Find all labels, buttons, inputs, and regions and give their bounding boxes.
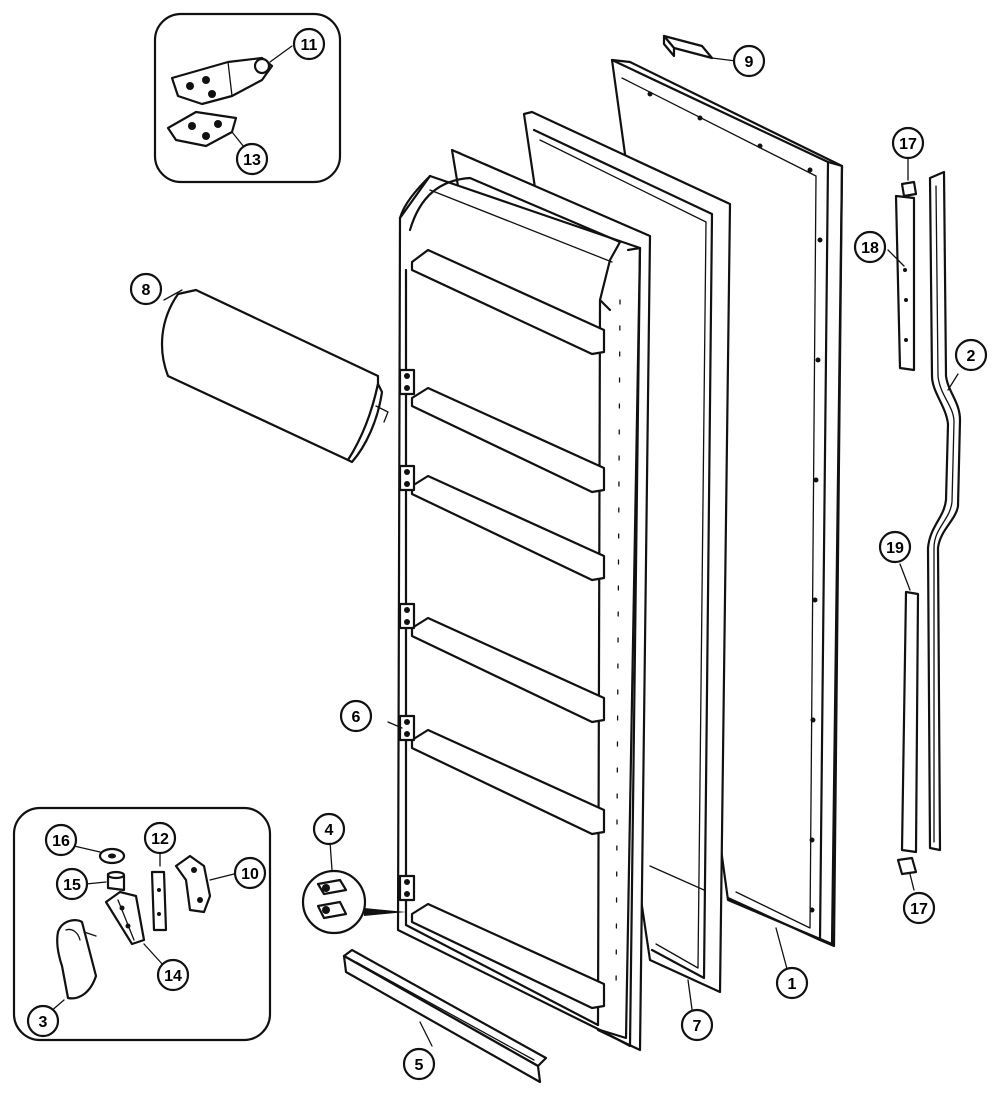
hinge-plate-part [166,110,249,153]
callout-7: 7 [680,1008,714,1042]
svg-text:15: 15 [63,877,81,894]
svg-text:5: 5 [415,1057,424,1074]
hardware-inset-box [12,806,272,1042]
door-shelves [410,248,606,1010]
upper-hinge-part [170,45,293,106]
svg-text:19: 19 [886,540,904,557]
svg-text:2: 2 [967,348,976,365]
svg-text:8: 8 [142,282,151,299]
svg-text:13: 13 [243,152,261,169]
callout-16: 16 [44,823,78,857]
svg-text:17: 17 [899,136,917,153]
liner-side-tabs [398,368,416,902]
callout-9: 9 [732,44,766,78]
callout-17-bottom: 17 [902,891,936,925]
callout-10: 10 [233,856,267,890]
svg-text:18: 18 [861,240,879,257]
svg-text:9: 9 [745,54,754,71]
svg-text:17: 17 [910,901,928,918]
svg-text:11: 11 [301,37,318,54]
callout-17-top: 17 [891,126,925,160]
inner-door-liner [387,148,652,1052]
callout-12: 12 [143,821,177,855]
callout-11: 11 [292,27,326,61]
svg-text:7: 7 [693,1018,702,1035]
callout-14: 14 [156,958,190,992]
svg-text:14: 14 [164,968,182,985]
callout-19: 19 [878,530,912,564]
callout-5: 5 [402,1047,436,1081]
fastener-detail-circle [301,841,406,935]
callout-8: 8 [129,272,163,306]
svg-text:1: 1 [788,976,797,993]
panel-screw-holes [647,91,823,913]
callout-18: 18 [853,230,887,264]
callout-3: 3 [26,1004,60,1038]
bottom-rail [342,948,548,1084]
trim-end-caps [896,157,918,891]
svg-text:12: 12 [151,831,169,848]
short-trim-strip [887,194,916,372]
door-handle [926,170,962,852]
callout-15: 15 [55,867,89,901]
callout-2: 2 [954,338,988,372]
svg-text:3: 3 [39,1014,48,1031]
svg-text:10: 10 [241,866,259,883]
hinge-inset-box [153,12,342,184]
callout-1: 1 [775,966,809,1000]
svg-text:4: 4 [325,822,334,839]
callout-4: 4 [312,812,346,846]
svg-text:6: 6 [352,709,361,726]
svg-text:16: 16 [52,833,70,850]
dairy-door-cover [160,288,389,464]
callout-6: 6 [339,699,373,733]
long-trim-strip [899,563,920,854]
callout-13: 13 [235,142,269,176]
small-cap-part [662,34,745,63]
callout-labels: 11 13 9 8 17 18 2 19 6 4 16 12 15 10 14 … [26,27,988,1081]
